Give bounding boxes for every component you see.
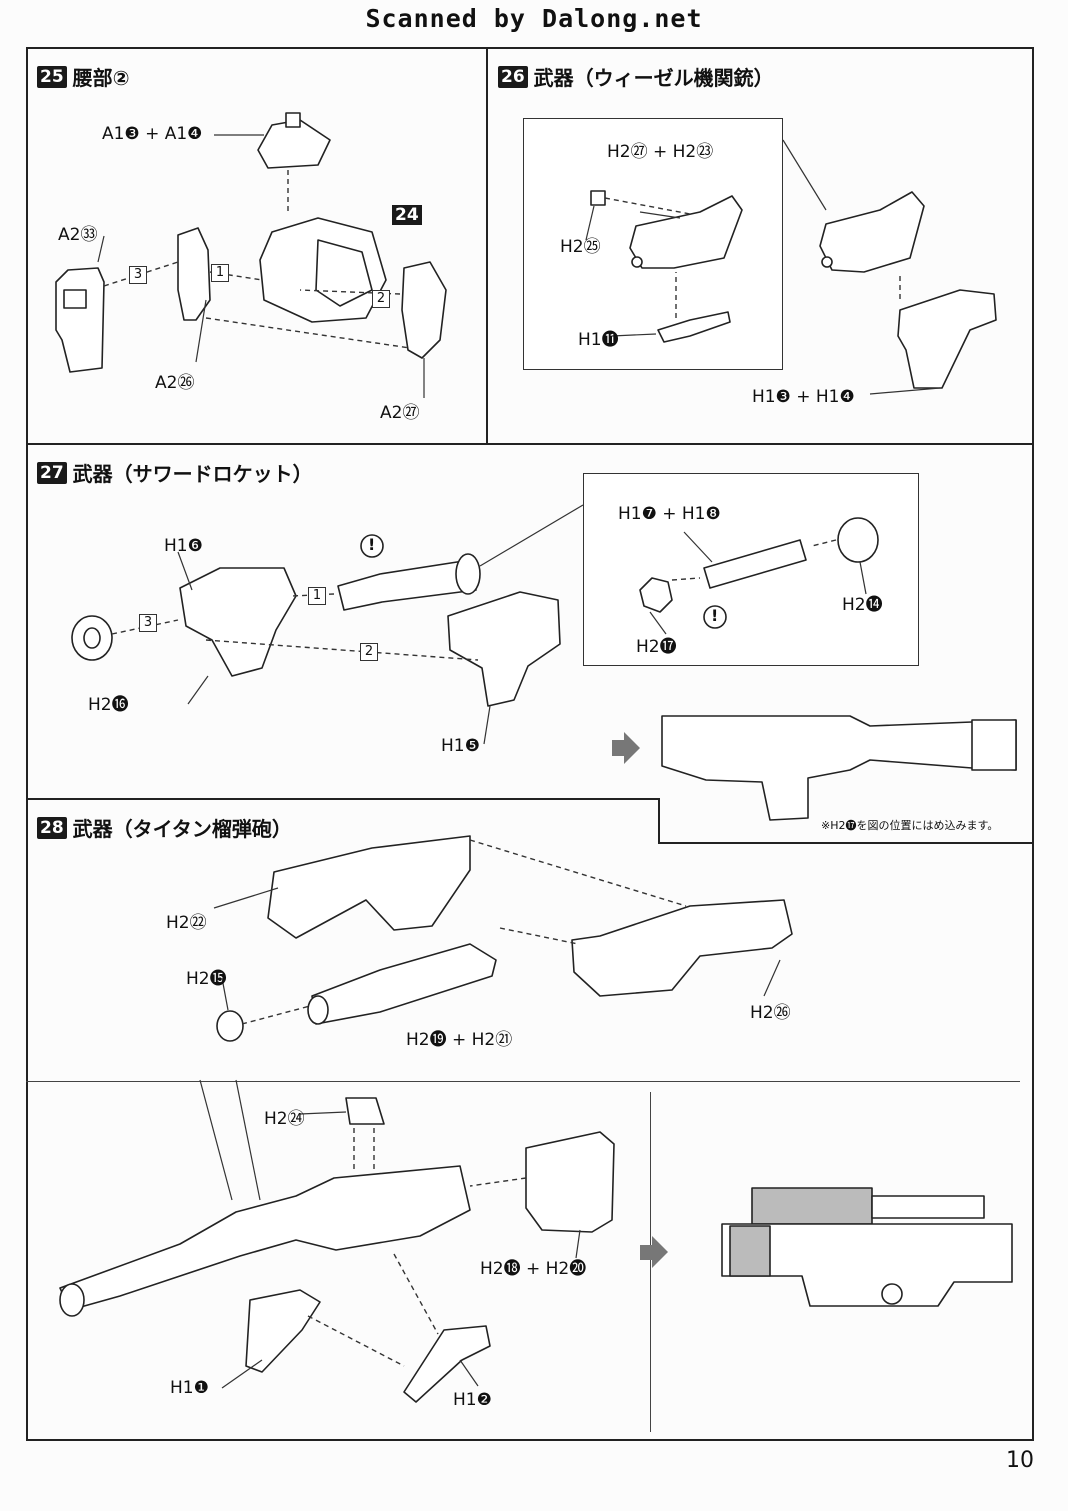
part-h16-illustration: [179, 567, 297, 677]
step-26-number: 26: [498, 65, 528, 88]
part-24-body-illustration: [259, 217, 387, 323]
label-h219-h221: H2⓳ + H2㉑: [406, 1030, 513, 1050]
part-h226-illustration: [571, 899, 793, 997]
part-h224-illustration: [345, 1097, 385, 1125]
step-27-label: 武器（サワードロケット）: [72, 462, 313, 486]
part-27-result: [661, 715, 1017, 821]
part-rocket-tube-illustration: [337, 553, 481, 611]
label-h224: H2㉔: [264, 1109, 305, 1129]
part-a233-illustration: [55, 267, 105, 373]
label-h15: H1❺: [441, 736, 480, 756]
label-h12: H1❷: [453, 1390, 492, 1410]
part-h15-illustration: [447, 591, 561, 707]
part-h222-illustration: [267, 835, 471, 939]
step-28-title: 28 武器（タイタン榴弾砲）: [37, 813, 292, 842]
part-28-result: [721, 1187, 1013, 1307]
caution-mark: !: [711, 606, 719, 625]
label-a226: A2㉖: [155, 373, 195, 393]
arrow-28-result: [640, 1236, 668, 1268]
part-h218-h220-illustration: [525, 1131, 615, 1233]
step-order-2: 2: [360, 643, 378, 661]
label-h227-h223: H2㉗ + H2㉓: [607, 142, 714, 162]
divider-25-26: [486, 47, 488, 443]
step-25-title: 25 腰部②: [37, 62, 130, 91]
part-h12-illustration: [403, 1325, 491, 1403]
instruction-frame: [26, 47, 1034, 1441]
step-27-number: 27: [37, 461, 67, 484]
part-h17-h18-illustration: [639, 517, 879, 613]
step-26-title: 26 武器（ウィーゼル機関銃）: [498, 62, 774, 91]
label-h17-h18: H1❼ + H1❽: [618, 504, 721, 524]
label-h11: H1❶: [170, 1378, 209, 1398]
divider-27-corner-v: [658, 798, 660, 843]
label-h222: H2㉒: [166, 913, 207, 933]
part-h11-illustration: [245, 1289, 321, 1373]
part-h227-h223-illustration: [629, 195, 743, 269]
divider-27-28: [26, 798, 660, 800]
divider-27-corner-h: [658, 842, 1034, 844]
label-a227: A2㉗: [380, 403, 420, 423]
part-a226-illustration: [177, 227, 211, 321]
label-h214: H2⓮: [842, 595, 883, 615]
assembly-note: ※H2⓱を図の位置にはめ込みます。: [821, 819, 999, 832]
label-a13-a14: A1❸ + A1❹: [102, 124, 203, 144]
label-h217: H2⓱: [636, 637, 677, 657]
scan-header: Scanned by Dalong.net: [365, 4, 703, 33]
caution-icon: [703, 605, 727, 629]
step-26-label: 武器（ウィーゼル機関銃）: [533, 66, 774, 90]
part-h215-illustration: [216, 1010, 244, 1042]
marker-24: 24: [392, 205, 422, 225]
part-a13-a14-illustration: [257, 112, 331, 169]
caution-mark: !: [368, 535, 376, 554]
part-a227-illustration: [401, 261, 447, 359]
part-titan-gun-illustration: [59, 1165, 471, 1317]
step-28-number: 28: [37, 816, 67, 839]
label-h111: H1⓫: [578, 330, 619, 350]
label-h215: H2⓯: [186, 969, 227, 989]
step-27-title: 27 武器（サワードロケット）: [37, 458, 313, 487]
part-26-upper-result: [819, 191, 925, 273]
label-h226: H2㉖: [750, 1003, 791, 1023]
label-a233: A2㉝: [58, 225, 98, 245]
label-h218-h220: H2⓲ + H2⓴: [480, 1259, 587, 1279]
step-28-label: 武器（タイタン榴弾砲）: [72, 817, 292, 841]
page-number: 10: [1006, 1448, 1034, 1473]
divider-row1: [26, 443, 1034, 445]
part-h219-h221-illustration: [307, 943, 497, 1025]
step-order-1: 1: [211, 264, 229, 282]
step-25-number: 25: [37, 65, 67, 88]
divider-28-sub: [26, 1081, 1020, 1082]
divider-28-result: [650, 1092, 651, 1432]
label-h216: H2⓰: [88, 695, 129, 715]
label-h16: H1❻: [164, 536, 203, 556]
label-h225: H2㉕: [560, 237, 601, 257]
caution-icon: [360, 534, 384, 558]
step-order-3: 3: [139, 614, 157, 632]
label-h13-h14: H1❸ + H1❹: [752, 387, 855, 407]
step-order-1: 1: [308, 587, 326, 605]
step-order-3: 3: [129, 266, 147, 284]
arrow-27-result: [612, 732, 640, 764]
part-h216-illustration: [71, 615, 113, 661]
step-order-2: 2: [372, 290, 390, 308]
step-25-label: 腰部②: [72, 66, 130, 90]
part-h111-illustration: [657, 311, 731, 343]
part-h225-illustration: [590, 190, 606, 206]
part-h13-h14-illustration: [897, 289, 997, 389]
